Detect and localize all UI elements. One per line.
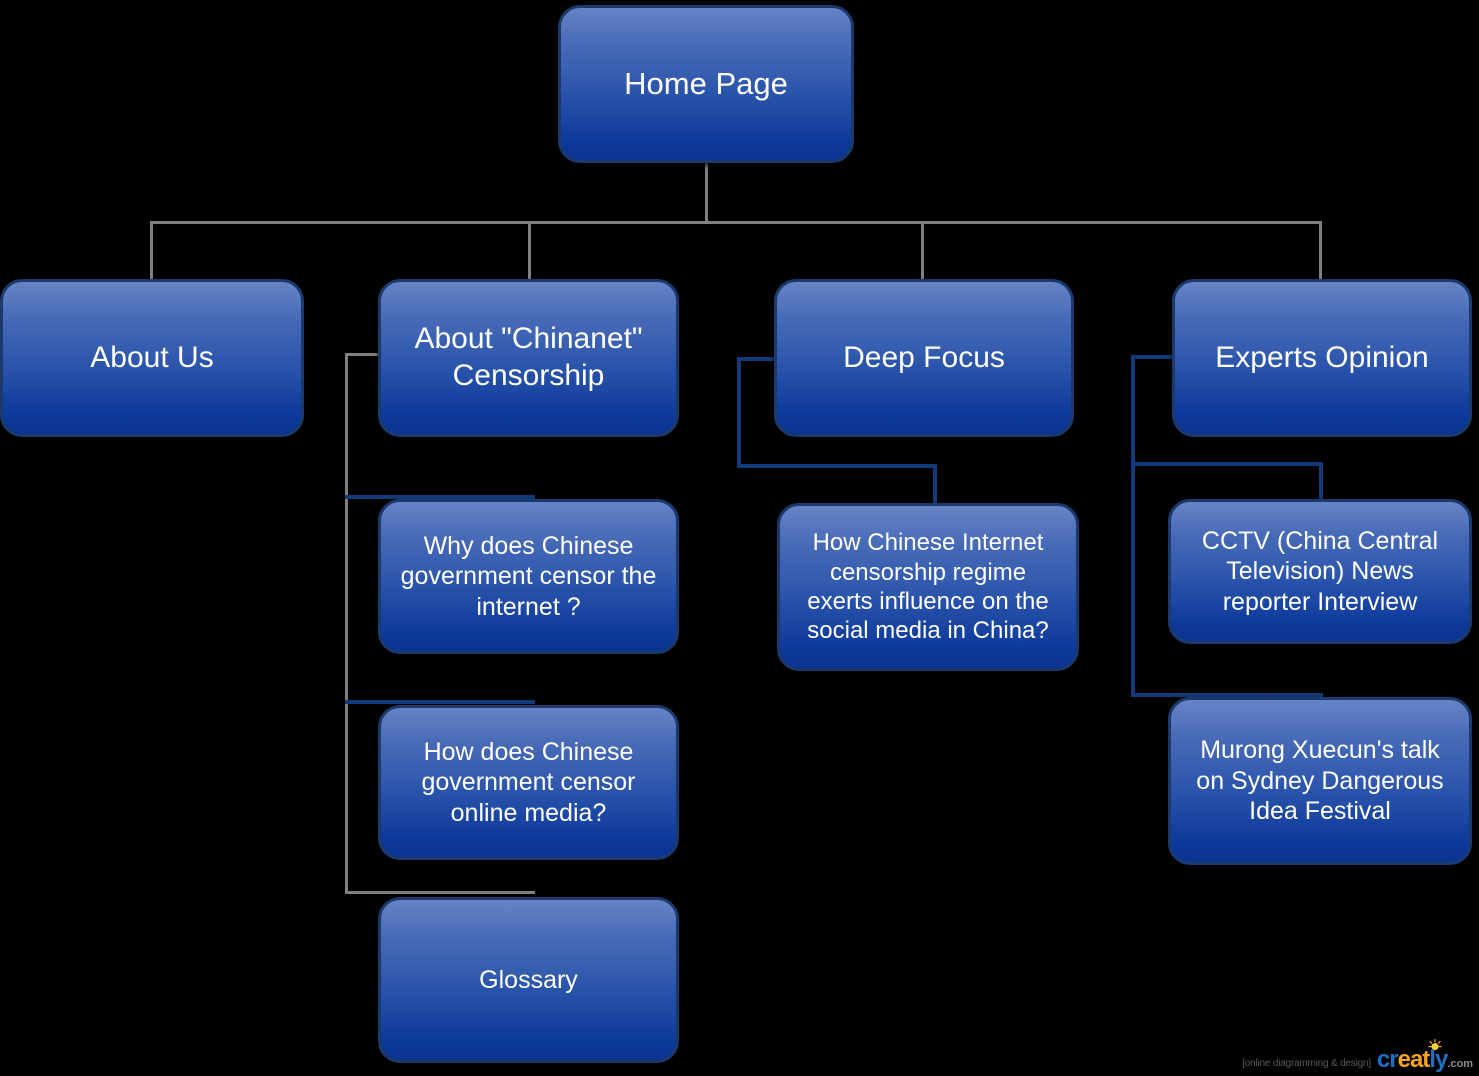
- watermark-brand-domain: .com: [1447, 1058, 1473, 1070]
- node-deep-focus[interactable]: Deep Focus: [774, 279, 1074, 437]
- lightbulb-icon: [1428, 1039, 1442, 1051]
- connector-chinanet-to-glossary: [345, 891, 535, 894]
- node-social-media-influence-label: How Chinese Internet censorship regime e…: [807, 529, 1049, 645]
- connector-top-bus: [150, 221, 1322, 224]
- node-home-page[interactable]: Home Page: [558, 5, 854, 163]
- node-how-censor-media-label: How does Chinese government censor onlin…: [421, 737, 636, 827]
- node-why-censor-internet-label: Why does Chinese government censor the i…: [400, 531, 657, 621]
- node-about-us[interactable]: About Us: [0, 279, 304, 437]
- node-cctv-interview-label: CCTV (China Central Television) News rep…: [1201, 526, 1439, 616]
- node-about-chinanet-label: About "Chinanet" Censorship: [414, 322, 643, 392]
- connector-chinanet-spine: [345, 353, 348, 893]
- connector-experts-to-cctv-run: [1131, 462, 1323, 466]
- node-glossary[interactable]: Glossary: [378, 897, 679, 1063]
- node-experts-opinion-label: Experts Opinion: [1215, 340, 1429, 374]
- connector-drop-chinanet: [528, 221, 531, 281]
- node-about-chinanet[interactable]: About "Chinanet" Censorship: [378, 279, 679, 437]
- watermark-logo[interactable]: creatly.com: [1376, 1039, 1473, 1073]
- watermark-tagline: [online diagramming & design]: [1242, 1058, 1371, 1069]
- node-murong-talk-label: Murong Xuecun's talk on Sydney Dangerous…: [1196, 736, 1444, 826]
- connector-experts-to-murong: [1131, 693, 1323, 697]
- node-social-media-influence[interactable]: How Chinese Internet censorship regime e…: [777, 503, 1079, 671]
- watermark-brand-suffix: ly: [1429, 1046, 1448, 1073]
- connector-chinanet-to-why: [345, 495, 535, 499]
- node-why-censor-internet[interactable]: Why does Chinese government censor the i…: [378, 499, 679, 654]
- connector-drop-about-us: [150, 221, 153, 281]
- node-cctv-interview[interactable]: CCTV (China Central Television) News rep…: [1168, 499, 1472, 644]
- node-experts-opinion[interactable]: Experts Opinion: [1172, 279, 1472, 437]
- connector-experts-to-cctv-drop: [1319, 462, 1323, 502]
- connector-experts-elbow: [1131, 355, 1175, 359]
- connector-chinanet-to-how: [345, 700, 535, 704]
- node-deep-focus-label: Deep Focus: [843, 340, 1005, 374]
- node-murong-talk[interactable]: Murong Xuecun's talk on Sydney Dangerous…: [1168, 697, 1472, 865]
- connector-deepfocus-spine: [737, 357, 741, 468]
- node-how-censor-media[interactable]: How does Chinese government censor onlin…: [378, 705, 679, 860]
- connector-drop-experts: [1319, 221, 1322, 281]
- connector-deepfocus-run: [737, 464, 937, 468]
- node-about-us-label: About Us: [90, 340, 214, 374]
- connector-home-stem: [705, 163, 708, 223]
- watermark-brand-middle: eat: [1397, 1046, 1431, 1073]
- connector-deepfocus-to-child: [933, 464, 937, 508]
- node-home-page-label: Home Page: [624, 66, 788, 102]
- creately-watermark[interactable]: [online diagramming & design] creatly.co…: [1242, 1039, 1473, 1073]
- connector-drop-deep-focus: [921, 221, 924, 281]
- node-glossary-label: Glossary: [479, 965, 578, 994]
- watermark-brand-prefix: cr: [1376, 1046, 1399, 1073]
- connector-chinanet-elbow: [345, 353, 383, 356]
- connector-experts-spine: [1131, 355, 1135, 697]
- connector-deepfocus-elbow: [737, 357, 779, 361]
